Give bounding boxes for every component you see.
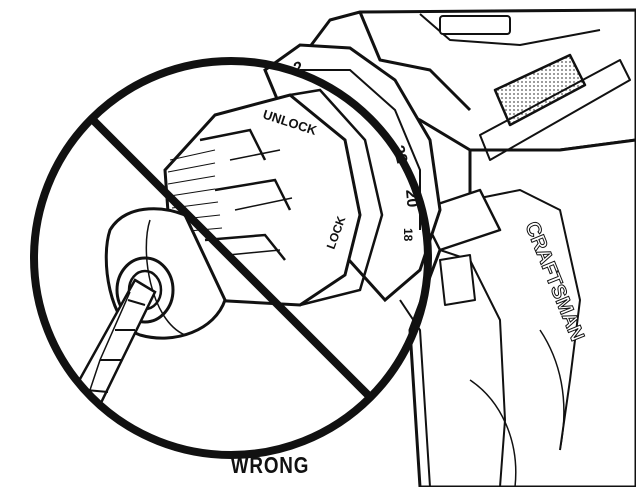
dial-number-18: 18 xyxy=(401,228,415,242)
chuck-sleeve xyxy=(163,88,384,307)
drill-body xyxy=(298,8,636,487)
prohibition-sign-icon xyxy=(30,57,432,459)
caption-wrong: WRONG xyxy=(230,452,310,478)
